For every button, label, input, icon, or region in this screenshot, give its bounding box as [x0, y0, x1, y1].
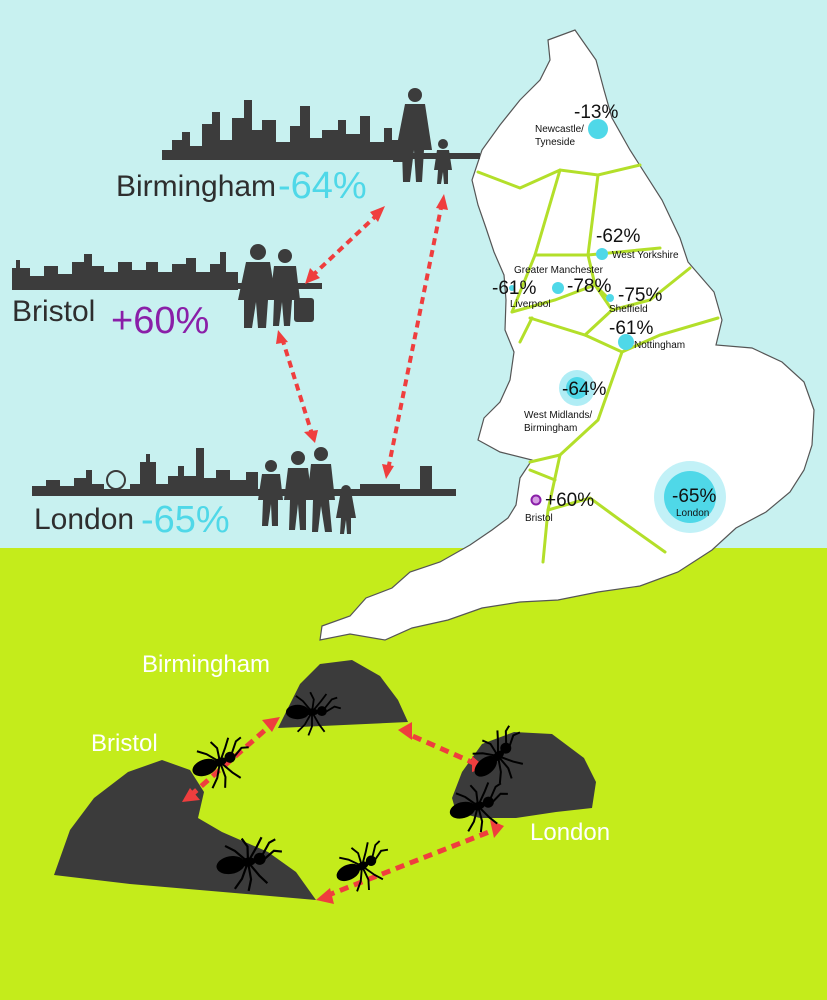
- birmingham-comparison-change: -64%: [278, 165, 367, 207]
- west-yorkshire-bubble: [596, 248, 608, 260]
- greater-manchester-label: Greater Manchester: [514, 265, 604, 276]
- newcastle-label-2: Tyneside: [535, 137, 575, 148]
- birmingham-comparison-name: Birmingham: [116, 170, 276, 203]
- bristol-comparison-change: +60%: [111, 300, 209, 342]
- bristol-bubble: [530, 494, 542, 506]
- arrow-birmingham-bristol: [310, 212, 380, 278]
- west-yorkshire-label: West Yorkshire: [612, 250, 679, 261]
- west-midlands-label-2: Birmingham: [524, 423, 577, 434]
- sheffield-bubble: [606, 294, 614, 302]
- sheffield-change: -75%: [618, 285, 662, 306]
- nottingham-label: Nottingham: [634, 340, 685, 351]
- liverpool-change: -61%: [492, 278, 536, 299]
- london-skyline: [32, 447, 456, 534]
- west-midlands-label-1: West Midlands/: [524, 410, 592, 421]
- greater-manchester-change: -78%: [567, 276, 611, 297]
- ant-london-label: London: [530, 819, 610, 846]
- west-midlands-change: -64%: [562, 379, 606, 400]
- liverpool-bubble: [509, 285, 515, 291]
- ant-bristol-label: Bristol: [91, 730, 158, 757]
- west-yorkshire-change: -62%: [596, 226, 640, 247]
- greater-manchester-bubble: [552, 282, 564, 294]
- ant-paths: [188, 722, 495, 899]
- newcastle-bubble: [588, 119, 608, 139]
- sheffield-label: Sheffield: [609, 304, 648, 315]
- arrow-birmingham-london: [386, 202, 444, 471]
- bristol-comparison-name: Bristol: [12, 295, 95, 328]
- london-bubble: [664, 471, 716, 523]
- london-comparison-name: London: [34, 503, 134, 536]
- nottingham-change: -61%: [609, 318, 653, 339]
- region-borders: [476, 163, 720, 564]
- london-change: -65%: [672, 486, 716, 507]
- comparison-arrowheads: [276, 194, 448, 479]
- london-comparison-change: -65%: [141, 499, 230, 541]
- bristol-map-label: Bristol: [525, 513, 553, 524]
- bristol-skyline: [12, 244, 322, 328]
- london-map-label: London: [676, 508, 709, 519]
- england-map: -13% Newcastle/ Tyneside -62% West Yorks…: [319, 29, 815, 641]
- nottingham-bubble: [618, 334, 634, 350]
- west-midlands-bubble: [566, 377, 588, 399]
- birmingham-skyline: [162, 88, 480, 184]
- liverpool-label: Liverpool: [510, 299, 551, 310]
- newcastle-label-1: Newcastle/: [535, 124, 584, 135]
- bristol-change: +60%: [545, 490, 594, 511]
- comparison-arrows: [280, 202, 444, 471]
- ant-birmingham-label: Birmingham: [142, 651, 270, 678]
- arrow-bristol-london: [280, 337, 314, 435]
- newcastle-change: -13%: [574, 102, 618, 123]
